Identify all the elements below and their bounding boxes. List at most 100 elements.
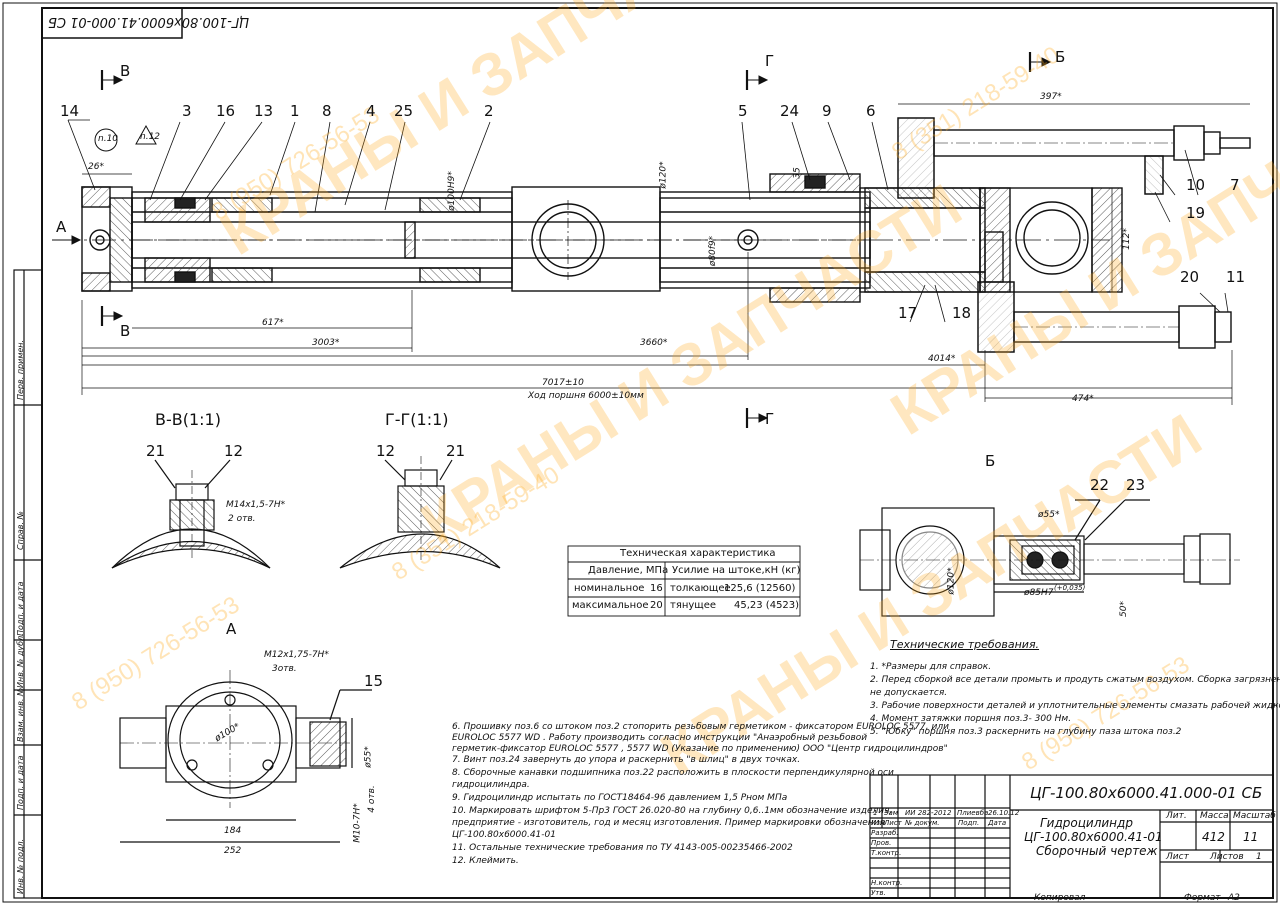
callout-25: 25 [394, 102, 414, 120]
copied-label: Копировал [1034, 893, 1086, 903]
dim-d85-tol: (+0,035) [1054, 584, 1086, 592]
change-row-0: 1 [873, 809, 878, 817]
note-9: предприятие - изготовитель, год и месяц … [452, 818, 885, 828]
spec-title: Техническая характеристика [620, 548, 776, 559]
detail-b-callout-23: 23 [1126, 476, 1146, 494]
dim-d85: ø85Н7 [1024, 588, 1054, 598]
format-value: A2 [1228, 893, 1240, 903]
lit-label: Лит. [1166, 811, 1187, 821]
callout-19: 19 [1186, 204, 1206, 222]
stamp-top: ЦГ-100.80х6000.41.000-01 СБ [48, 14, 250, 29]
tech-req-title: Технические требования. [890, 638, 1040, 651]
note-11: 11. Остальные технические требования по … [452, 843, 793, 853]
section-gg-callout-12: 12 [376, 442, 396, 460]
tech-req-3: не допускается. [870, 688, 948, 698]
callout-6: 6 [866, 102, 876, 120]
side-stamp-3: Подп. и дата [16, 581, 25, 637]
note-3: герметик-фиксатор EUROLOC 5577 , 5577 WD… [452, 744, 948, 754]
section-bb-title: В-В(1:1) [155, 410, 221, 429]
tech-req-6: 5. "Юбку" поршня поз.3 раскернить на глу… [870, 727, 1182, 737]
detail-b-callout-22: 22 [1090, 476, 1110, 494]
view-a-arrow-label: А [56, 218, 67, 236]
callout-13: 13 [254, 102, 274, 120]
spec-row1-name: номинальное [574, 583, 645, 594]
roughness-12: n.12 [140, 132, 161, 142]
section-gg-callout-21: 21 [446, 442, 466, 460]
dim-474: 474* [1072, 394, 1094, 404]
callout-8: 8 [322, 102, 332, 120]
callout-9: 9 [822, 102, 832, 120]
role-nkontr: Н.контр. [871, 879, 903, 887]
callout-3: 3 [182, 102, 192, 120]
spec-row1-force-label: толкающее [670, 583, 731, 594]
cut-b-bottom: В [120, 322, 131, 340]
spec-col2: Усилие на штоке,кН (кг) [672, 565, 801, 576]
tech-req-1: 1. *Размеры для справок. [870, 662, 992, 672]
role-razrab: Разраб. [871, 829, 899, 837]
change-row-4: 26.10.12 [988, 809, 1020, 817]
mass-value: 412 [1202, 830, 1225, 844]
view-a-title: А [226, 620, 237, 638]
dim-d55b: ø55* [1038, 510, 1060, 520]
cut-g-bottom: Г [765, 410, 775, 428]
dim-d55: ø55* [363, 746, 374, 768]
section-bb-callout-12: 12 [224, 442, 244, 460]
dim-4holes: 4 отв. [366, 785, 377, 813]
dim-m10: M10-7H* [352, 803, 363, 843]
section-bb-callout-21: 21 [146, 442, 166, 460]
callout-5: 5 [738, 102, 748, 120]
side-stamp-2: Справ. № [16, 511, 25, 550]
side-stamp-5: Взам. инв. № [16, 687, 25, 742]
title-col-doc: № докум. [905, 819, 940, 827]
spec-row2-force: 45,23 (4523) [734, 600, 800, 611]
title-col-list: Лист [884, 819, 902, 827]
spec-col1: Давление, МПа [588, 565, 669, 576]
role-prov: Пров. [871, 839, 892, 847]
note-2: EUROLOC 5577 WD . Работу производить сог… [452, 733, 868, 743]
dim-d120b: ø120* [946, 567, 957, 595]
callout-11: 11 [1226, 268, 1246, 286]
note-6: гидроцилиндра. [452, 780, 530, 790]
format-label: Формат [1184, 893, 1221, 903]
side-stamp-6: Подп. и дата [16, 755, 25, 811]
callout-18: 18 [952, 304, 972, 322]
spec-row2-value: 20 [650, 600, 663, 611]
sheet-label: Лист [1166, 852, 1189, 862]
side-stamp-1: Перв. примен. [16, 339, 25, 400]
dim-7017: 7017±10 [542, 378, 584, 388]
mass-label: Масса [1200, 811, 1229, 821]
note-8: 10. Маркировать шрифтом 5-Пр3 ГОСТ 26.02… [452, 806, 893, 816]
title-line3: Сборочный чертеж [1036, 844, 1158, 858]
title-line1: Гидроцилиндр [1040, 816, 1133, 830]
dim-3003: 3003* [312, 338, 340, 348]
title-line2: ЦГ-100.80х6000.41-01 [1024, 830, 1163, 844]
callout-20: 20 [1180, 268, 1200, 286]
dim-252: 252 [224, 846, 242, 856]
role-tkontr: Т.контр. [871, 849, 902, 857]
note-12: 12. Клеймить. [452, 856, 519, 866]
callout-24: 24 [780, 102, 800, 120]
change-row-3: Плиевба [957, 809, 989, 817]
dim-35: 35 [792, 167, 803, 179]
callout-2: 2 [484, 102, 494, 120]
callout-4: 4 [366, 102, 376, 120]
section-gg-title: Г-Г(1:1) [385, 410, 449, 429]
dim-50: 50* [1118, 601, 1129, 617]
note-4: 7. Винт поз.24 завернуть до упора и раск… [452, 755, 801, 765]
note-7: 9. Гидроцилиндр испытать по ГОСТ18464-96… [452, 793, 788, 803]
change-row-2: ИИ 282-2012 [905, 809, 952, 817]
sheets-label: Листов [1210, 852, 1244, 862]
tech-req-2: 2. Перед сборкой все детали промыть и пр… [870, 675, 1280, 685]
dim-3660: 3660* [640, 338, 668, 348]
dim-thread12: M12х1,75-7H* [264, 650, 329, 660]
spec-row2-force-label: тянущее [670, 600, 717, 611]
callout-10: 10 [1186, 176, 1206, 194]
role-utv: Утв. [871, 889, 886, 897]
dim-d100: ø100Н9* [446, 171, 457, 211]
note-1: 6. Прошивку поз.6 со штоком поз.2 стопор… [452, 722, 949, 732]
callout-1: 1 [290, 102, 300, 120]
dim-d120: ø120* [658, 161, 669, 189]
cut-g-top: Г [765, 52, 775, 70]
dim-112: 112* [1121, 228, 1132, 250]
